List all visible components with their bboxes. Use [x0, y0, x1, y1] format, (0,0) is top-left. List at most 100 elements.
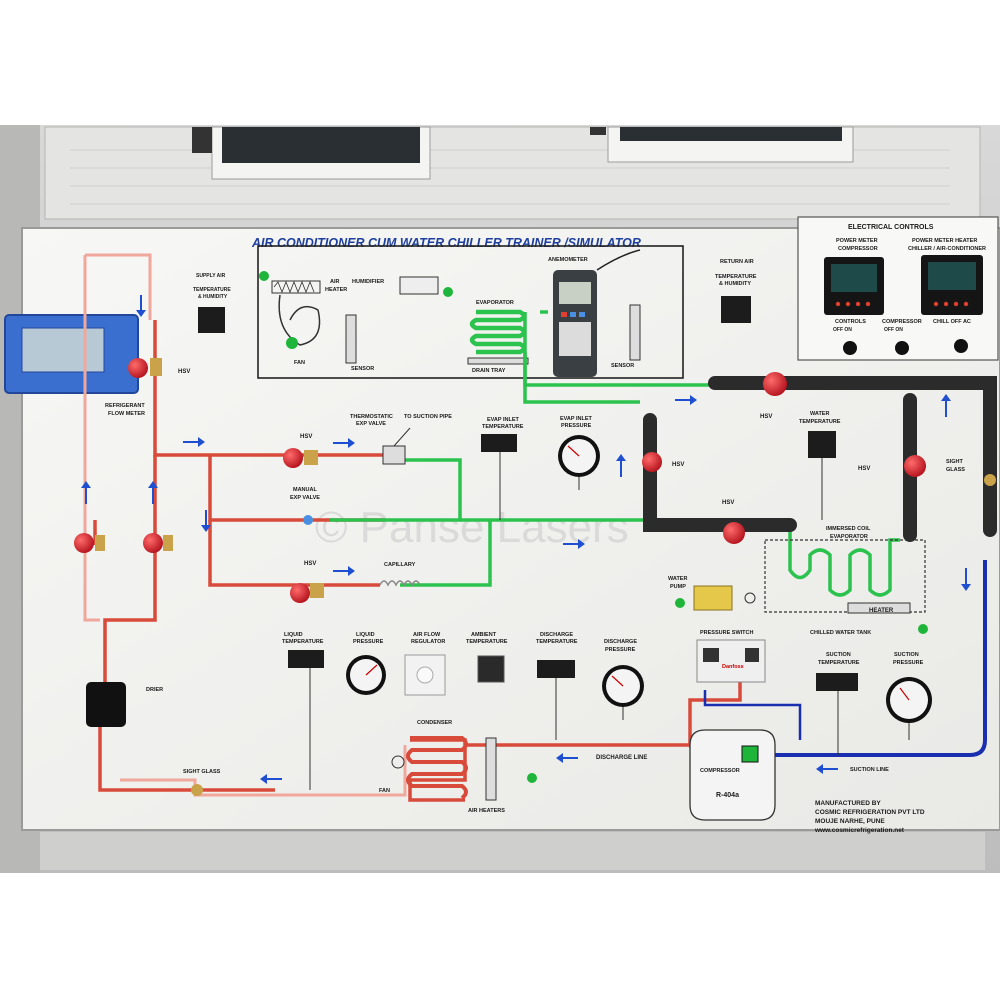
drier [86, 682, 126, 727]
suction-temp-display [816, 673, 858, 691]
suction-pressure-gauge [886, 677, 932, 740]
fan-icon [278, 294, 321, 349]
suction-temp-label-1: SUCTION [826, 652, 851, 658]
manufacturer-line-2: COSMIC REFRIGERATION PVT LTD [815, 809, 925, 816]
anemometer-label: ANEMOMETER [548, 257, 588, 263]
hsv-right-label: HSV [858, 466, 870, 472]
hsv-valve-tev[interactable] [283, 448, 318, 468]
return-air-sensor [629, 304, 641, 361]
liquid-press-label-2: PRESSURE [353, 639, 384, 645]
suction-press-label-1: SUCTION [894, 652, 919, 658]
power-meter-compressor [824, 257, 884, 315]
discharge-pressure-gauge [602, 665, 644, 720]
ambient-label-1: AMBIENT [471, 632, 497, 638]
manufacturer-line-1: MANUFACTURED BY [815, 800, 881, 807]
chilled-water-tank [764, 539, 926, 613]
anemometer [553, 249, 641, 377]
refrigerant-type: R-404a [716, 792, 739, 799]
fan-cond-label: FAN [379, 788, 390, 794]
hsv-valve-lower-left-2[interactable] [143, 533, 173, 553]
heater-indicator [918, 624, 928, 634]
discharge-press-label-2: PRESSURE [605, 647, 636, 653]
electrical-controls-title: ELECTRICAL CONTROLS [848, 224, 934, 231]
discharge-temp-display [537, 660, 575, 678]
suction-press-label-2: PRESSURE [893, 660, 924, 666]
evap-inlet-temp-display [481, 434, 517, 452]
air-heaters-indicator [527, 773, 537, 783]
condenser-fan-icon [391, 755, 405, 769]
manual-exp-label-2: EXP VALVE [290, 495, 320, 501]
supply-air-display [198, 307, 225, 333]
air-flow-regulator-knob[interactable] [416, 666, 434, 684]
supply-air-label-1: SUPPLY AIR [196, 273, 226, 279]
compressor-switch-label: COMPRESSOR [882, 319, 922, 325]
hsv-valve-lower-left-1[interactable] [74, 533, 105, 553]
duct-latch-left [192, 127, 212, 153]
sight-glass-right-label-1: SIGHT [946, 459, 963, 465]
hsv-valve-top-right[interactable] [763, 372, 787, 396]
evap-inlet-press-label-2: PRESSURE [561, 423, 592, 429]
fan-label: FAN [294, 360, 305, 366]
capillary-coil [379, 580, 421, 587]
manual-exp-label-1: MANUAL [293, 487, 317, 493]
hsv-left-label: HSV [178, 369, 190, 375]
refrigerant-flow-meter [4, 314, 139, 394]
water-pump-label-1: WATER [668, 576, 687, 582]
air-flow-label-2: REGULATOR [411, 639, 445, 645]
discharge-temp-label-2: TEMPERATURE [536, 639, 578, 645]
suction-temp-label-2: TEMPERATURE [818, 660, 860, 666]
sight-glass-bottom [191, 784, 203, 796]
discharge-press-label-1: DISCHARGE [604, 639, 637, 645]
background-top [0, 0, 1000, 125]
hsv-mid-label: HSV [672, 462, 684, 468]
thermostatic-label-1: THERMOSTATIC [350, 414, 393, 420]
air-flow-label-1: AIR FLOW [413, 632, 441, 638]
chill-ac-switch-label: CHILL OFF AC [933, 319, 971, 325]
humidifier-indicator [443, 287, 453, 297]
liquid-temp-label-1: LIQUID [284, 632, 303, 638]
sight-glass-bottom-label: SIGHT GLASS [183, 769, 221, 775]
hsv-cap-label: HSV [304, 561, 316, 567]
discharge-temp-label-1: DISCHARGE [540, 632, 573, 638]
condenser-coil [406, 736, 468, 800]
meter2-title-1: POWER METER HEATER [912, 238, 977, 244]
background-bottom [0, 873, 1000, 1000]
liquid-temp-display [288, 650, 324, 668]
flow-arrows [81, 295, 971, 784]
chill-ac-rotary-switch[interactable] [954, 339, 968, 353]
manual-expansion-valve[interactable] [303, 515, 313, 525]
chilled-tank-label: CHILLED WATER TANK [810, 630, 871, 636]
liquid-temp-label-2: TEMPERATURE [282, 639, 324, 645]
air-heater-label-2: HEATER [325, 287, 347, 293]
ambient-label-2: TEMPERATURE [466, 639, 508, 645]
air-heaters-element [485, 737, 497, 801]
meter2-title-2: CHILLER / AIR-CONDITIONER [908, 246, 986, 252]
refrigerant-flow-label-2: FLOW METER [108, 411, 145, 417]
compressor-rotary-switch[interactable] [895, 341, 909, 355]
water-pump-label-2: PUMP [670, 584, 686, 590]
duct-latch-right [590, 127, 606, 135]
air-handling-unit-outline [257, 245, 684, 379]
duct-window-left-glass [222, 127, 420, 163]
hsv-valve-mid[interactable] [642, 452, 662, 472]
thermostatic-expansion-valve [382, 427, 411, 465]
controls-rotary-switch[interactable] [843, 341, 857, 355]
board-bottom-rail [40, 832, 985, 870]
air-heaters-label: AIR HEATERS [468, 808, 505, 814]
air-heater-element [273, 280, 315, 294]
hsv-valve-bottom-mid[interactable] [723, 522, 745, 544]
return-air-label-2: TEMPERATURE [715, 274, 757, 280]
panel-title: AIR CONDITIONER CUM WATER CHILLER TRAINE… [251, 236, 641, 250]
supply-fan-indicator [259, 272, 267, 280]
heater-label: HEATER [869, 608, 894, 614]
hsv-valve-right[interactable] [904, 455, 926, 477]
suction-line-pipe [775, 560, 987, 757]
water-temp-display [808, 431, 836, 458]
pressure-switch [696, 639, 766, 683]
drain-tray [467, 357, 529, 365]
hsv-valve-left[interactable] [128, 358, 162, 378]
liquid-press-label-1: LIQUID [356, 632, 375, 638]
hsv-valve-capillary[interactable] [290, 583, 324, 603]
ambient-temp-display [477, 655, 505, 683]
